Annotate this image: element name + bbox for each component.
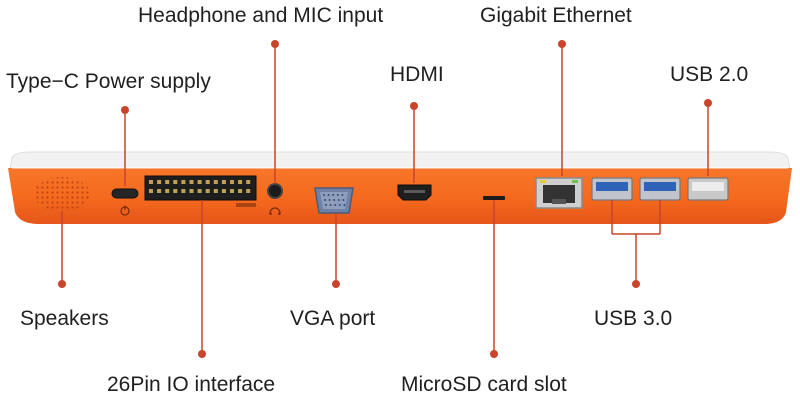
vga-pin-hole — [334, 204, 337, 206]
leader-lines — [58, 40, 712, 358]
gpio-pin — [157, 189, 162, 193]
label-speakers: Speakers — [20, 307, 109, 330]
vga-pin-hole — [338, 204, 341, 206]
headphone-jack — [267, 183, 283, 199]
gpio-pin — [173, 189, 178, 193]
gpio-pin — [221, 180, 226, 184]
speaker-grille — [34, 177, 90, 211]
type-c-port — [111, 188, 139, 199]
gpio-pin — [165, 180, 170, 184]
gpio-pin — [165, 189, 170, 193]
vga-pin-hole — [329, 204, 332, 206]
gpio-pin — [149, 189, 153, 193]
vga-pin-hole — [342, 199, 345, 201]
power-icon — [120, 205, 130, 216]
gpio-pin — [181, 180, 186, 184]
gpio-pin — [230, 189, 234, 193]
usb3-port-2 — [639, 177, 681, 201]
label-type-c-power: Type−C Power supply — [6, 70, 211, 93]
gpio-pin — [205, 189, 210, 193]
vga-pin-hole — [324, 199, 326, 201]
gpio-pin — [246, 180, 251, 184]
label-headphone-mic: Headphone and MIC input — [138, 4, 384, 27]
gpio-pin — [157, 180, 162, 184]
gpio-pin — [230, 180, 234, 184]
gpio-header — [144, 175, 257, 207]
microsd-slot — [483, 196, 505, 200]
vga-pin-hole — [333, 199, 336, 201]
gpio-pin — [173, 180, 178, 184]
vga-pin-hole — [336, 194, 339, 196]
label-gpio: 26Pin IO interface — [107, 373, 276, 396]
label-gigabit-ethernet: Gigabit Ethernet — [480, 4, 632, 27]
ethernet-port — [535, 177, 583, 209]
gpio-pin — [197, 180, 202, 184]
vga-pin-hole — [332, 194, 335, 196]
usb3-port-1 — [591, 177, 633, 201]
gpio-pin — [238, 180, 243, 184]
gpio-pin — [149, 180, 153, 184]
label-microsd: MicroSD card slot — [401, 373, 567, 396]
gpio-pin — [189, 189, 194, 193]
label-hdmi: HDMI — [390, 63, 444, 86]
vga-pin-hole — [337, 199, 340, 201]
gpio-pin — [189, 180, 194, 184]
gpio-pin — [238, 189, 243, 193]
vga-pin-hole — [327, 194, 330, 196]
headphone-icon — [269, 207, 281, 215]
vga-pin-hole — [325, 204, 327, 206]
gpio-pin — [213, 180, 218, 184]
label-vga: VGA port — [290, 307, 376, 330]
device-top-surface — [9, 151, 791, 171]
vga-pin-hole — [328, 199, 331, 201]
label-usb3: USB 3.0 — [594, 307, 673, 330]
gpio-pin — [197, 189, 202, 193]
vga-pin-hole — [323, 194, 325, 196]
label-usb2: USB 2.0 — [670, 63, 749, 86]
hdmi-port — [397, 184, 432, 201]
gpio-pin — [213, 189, 218, 193]
usb2-port — [687, 177, 729, 201]
gpio-pin — [221, 189, 226, 193]
gpio-pin — [181, 189, 186, 193]
gpio-pin — [205, 180, 210, 184]
vga-pin-hole — [341, 194, 344, 196]
vga-pin-hole — [343, 204, 346, 206]
vga-port — [314, 187, 354, 214]
gpio-pin — [246, 189, 251, 193]
